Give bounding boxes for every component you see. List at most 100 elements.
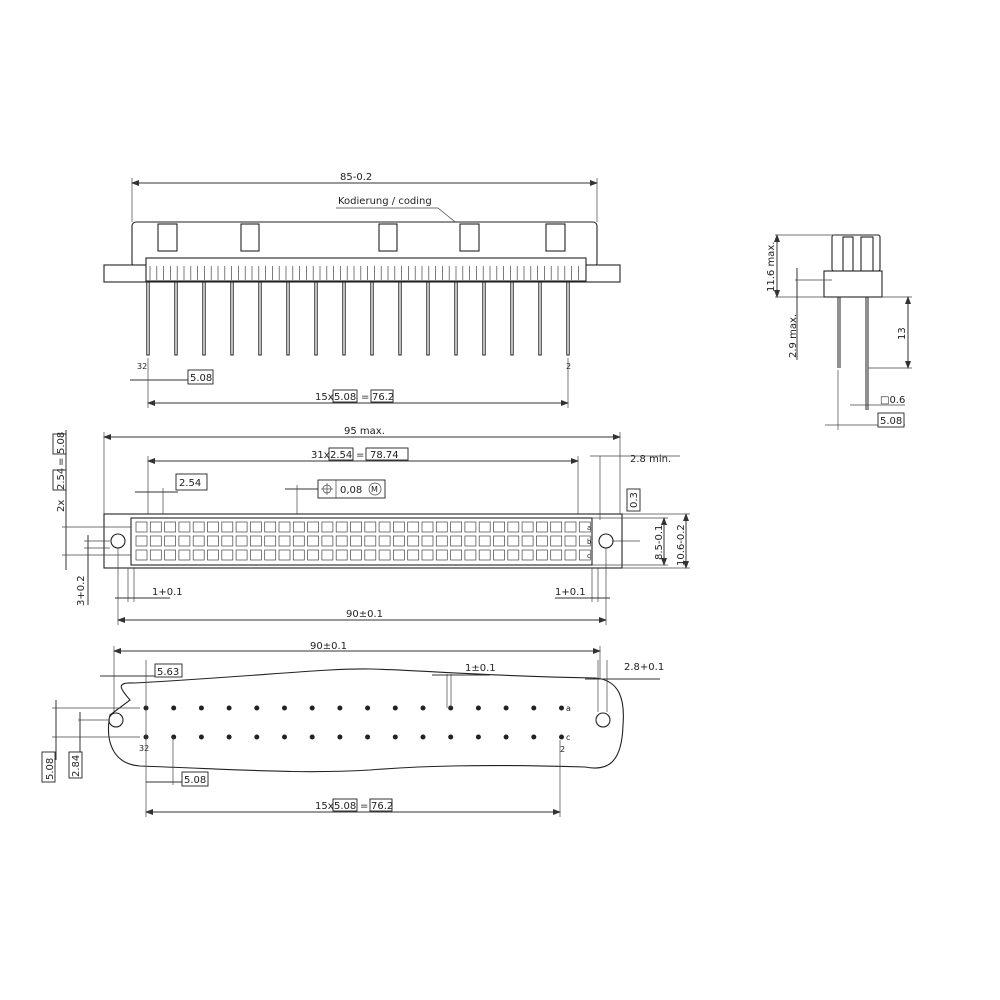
contact-cell (221, 549, 234, 561)
contact-cell (478, 535, 491, 547)
dim-hole-spacing: 90±0.1 (310, 641, 347, 652)
contact-cell (135, 521, 148, 533)
contact-cell (278, 549, 291, 561)
contact-cell (307, 535, 319, 547)
equals-sign: = (356, 450, 364, 461)
solder-pins (146, 281, 570, 356)
contact-cell (149, 535, 162, 547)
contact-cell (307, 549, 319, 561)
dim-hole-row-offset: 2.84 (71, 755, 82, 777)
contact-cell (350, 549, 362, 561)
pin-hole (559, 734, 564, 740)
contact-cell (192, 535, 205, 547)
contact-cell (321, 549, 334, 561)
contact-cell (178, 521, 191, 533)
solder-pin (342, 281, 346, 356)
dim-position-tolerance: 0,08 (340, 485, 362, 496)
contact-cell (235, 521, 248, 533)
dim-total: 76.2 (372, 392, 394, 403)
contact-cell (407, 535, 420, 547)
contact-cell (164, 549, 176, 561)
contact-cell (135, 535, 148, 547)
pin-hole (420, 734, 426, 740)
pin-hole (531, 734, 537, 740)
contact-cell (550, 549, 563, 561)
contact-cell (407, 549, 420, 561)
contact-cell (536, 535, 548, 547)
contact-cell (164, 521, 176, 533)
contact-strip-ticks (149, 266, 579, 280)
contact-cell (178, 549, 191, 561)
dim-side-flange: 2.9 max. (788, 314, 799, 358)
contact-cell (521, 549, 534, 561)
pin-hole (171, 705, 177, 711)
contact-cell (278, 535, 291, 547)
dim-overall-length: 85-0.2 (340, 172, 372, 183)
solder-pin (426, 281, 430, 356)
contact-cell (478, 549, 491, 561)
dim-side-pin-spacing: 5.08 (880, 416, 902, 427)
dim-row-height: 8.5-0.1 (654, 525, 665, 560)
solder-pin (566, 281, 570, 356)
row-label-c: c (566, 733, 570, 742)
contact-cell (264, 535, 277, 547)
pin-hole (475, 734, 481, 740)
pin-hole (171, 734, 177, 740)
contact-cell (364, 535, 377, 547)
row-label-a: a (587, 524, 591, 532)
pin-hole (198, 705, 204, 711)
contact-rows (135, 521, 591, 561)
dim-pitch-box: 5.08 (334, 392, 356, 403)
contact-cell (307, 521, 319, 533)
contact-cell (235, 549, 248, 561)
pin-hole (503, 734, 509, 740)
contact-cell (421, 549, 434, 561)
contact-cell (550, 521, 563, 533)
pin-hole (337, 734, 343, 740)
pin-hole (531, 705, 537, 711)
dim-body-height: 10.6-0.2 (676, 524, 687, 566)
contact-cell (450, 535, 462, 547)
pin-hole (365, 705, 371, 711)
dim-hole-diameter: 2.8+0.1 (624, 662, 664, 673)
contact-cell (335, 549, 348, 561)
contact-cell (207, 535, 219, 547)
solder-pin (482, 281, 486, 356)
position-tolerance-frame (317, 479, 386, 499)
side-flange (823, 270, 883, 298)
pin-hole (392, 734, 398, 740)
contact-cell (450, 549, 462, 561)
equals-sign: = (56, 458, 67, 466)
contact-cell (507, 521, 520, 533)
contact-cell (350, 535, 362, 547)
contact-cell (521, 535, 534, 547)
coding-blocks (157, 223, 566, 252)
contact-cell (364, 549, 377, 561)
dim-pin-square: □0.6 (880, 395, 905, 406)
contact-cell (378, 535, 391, 547)
pin-hole (392, 705, 398, 711)
solder-pin (314, 281, 318, 356)
dim-pitch: 2.54 (179, 478, 201, 489)
dim-pitch: 5.08 (184, 775, 206, 786)
contact-cell (250, 549, 262, 561)
contact-cell (536, 521, 548, 533)
contact-cell (250, 535, 262, 547)
dim-total: 78.74 (370, 450, 399, 461)
contact-cell (378, 549, 391, 561)
dim-pitch-box: 5.08 (334, 801, 356, 812)
contact-cell (435, 521, 448, 533)
side-view: 11.6 max. 2.9 max. 13 □0.6 5.08 (766, 234, 912, 430)
contact-cell (507, 535, 520, 547)
pin-hole (198, 734, 204, 740)
footprint-mount-hole-right (595, 712, 611, 728)
contact-cell (264, 521, 277, 533)
solder-pin (146, 281, 150, 356)
solder-pin (370, 281, 374, 356)
dim-row-pitch-prefix: 2x (56, 500, 67, 512)
dim-slot-width: 1±0.1 (465, 663, 496, 674)
contact-cell (278, 521, 291, 533)
dim-side-height: 11.6 max. (766, 242, 777, 292)
row-label-c: c (587, 552, 591, 560)
